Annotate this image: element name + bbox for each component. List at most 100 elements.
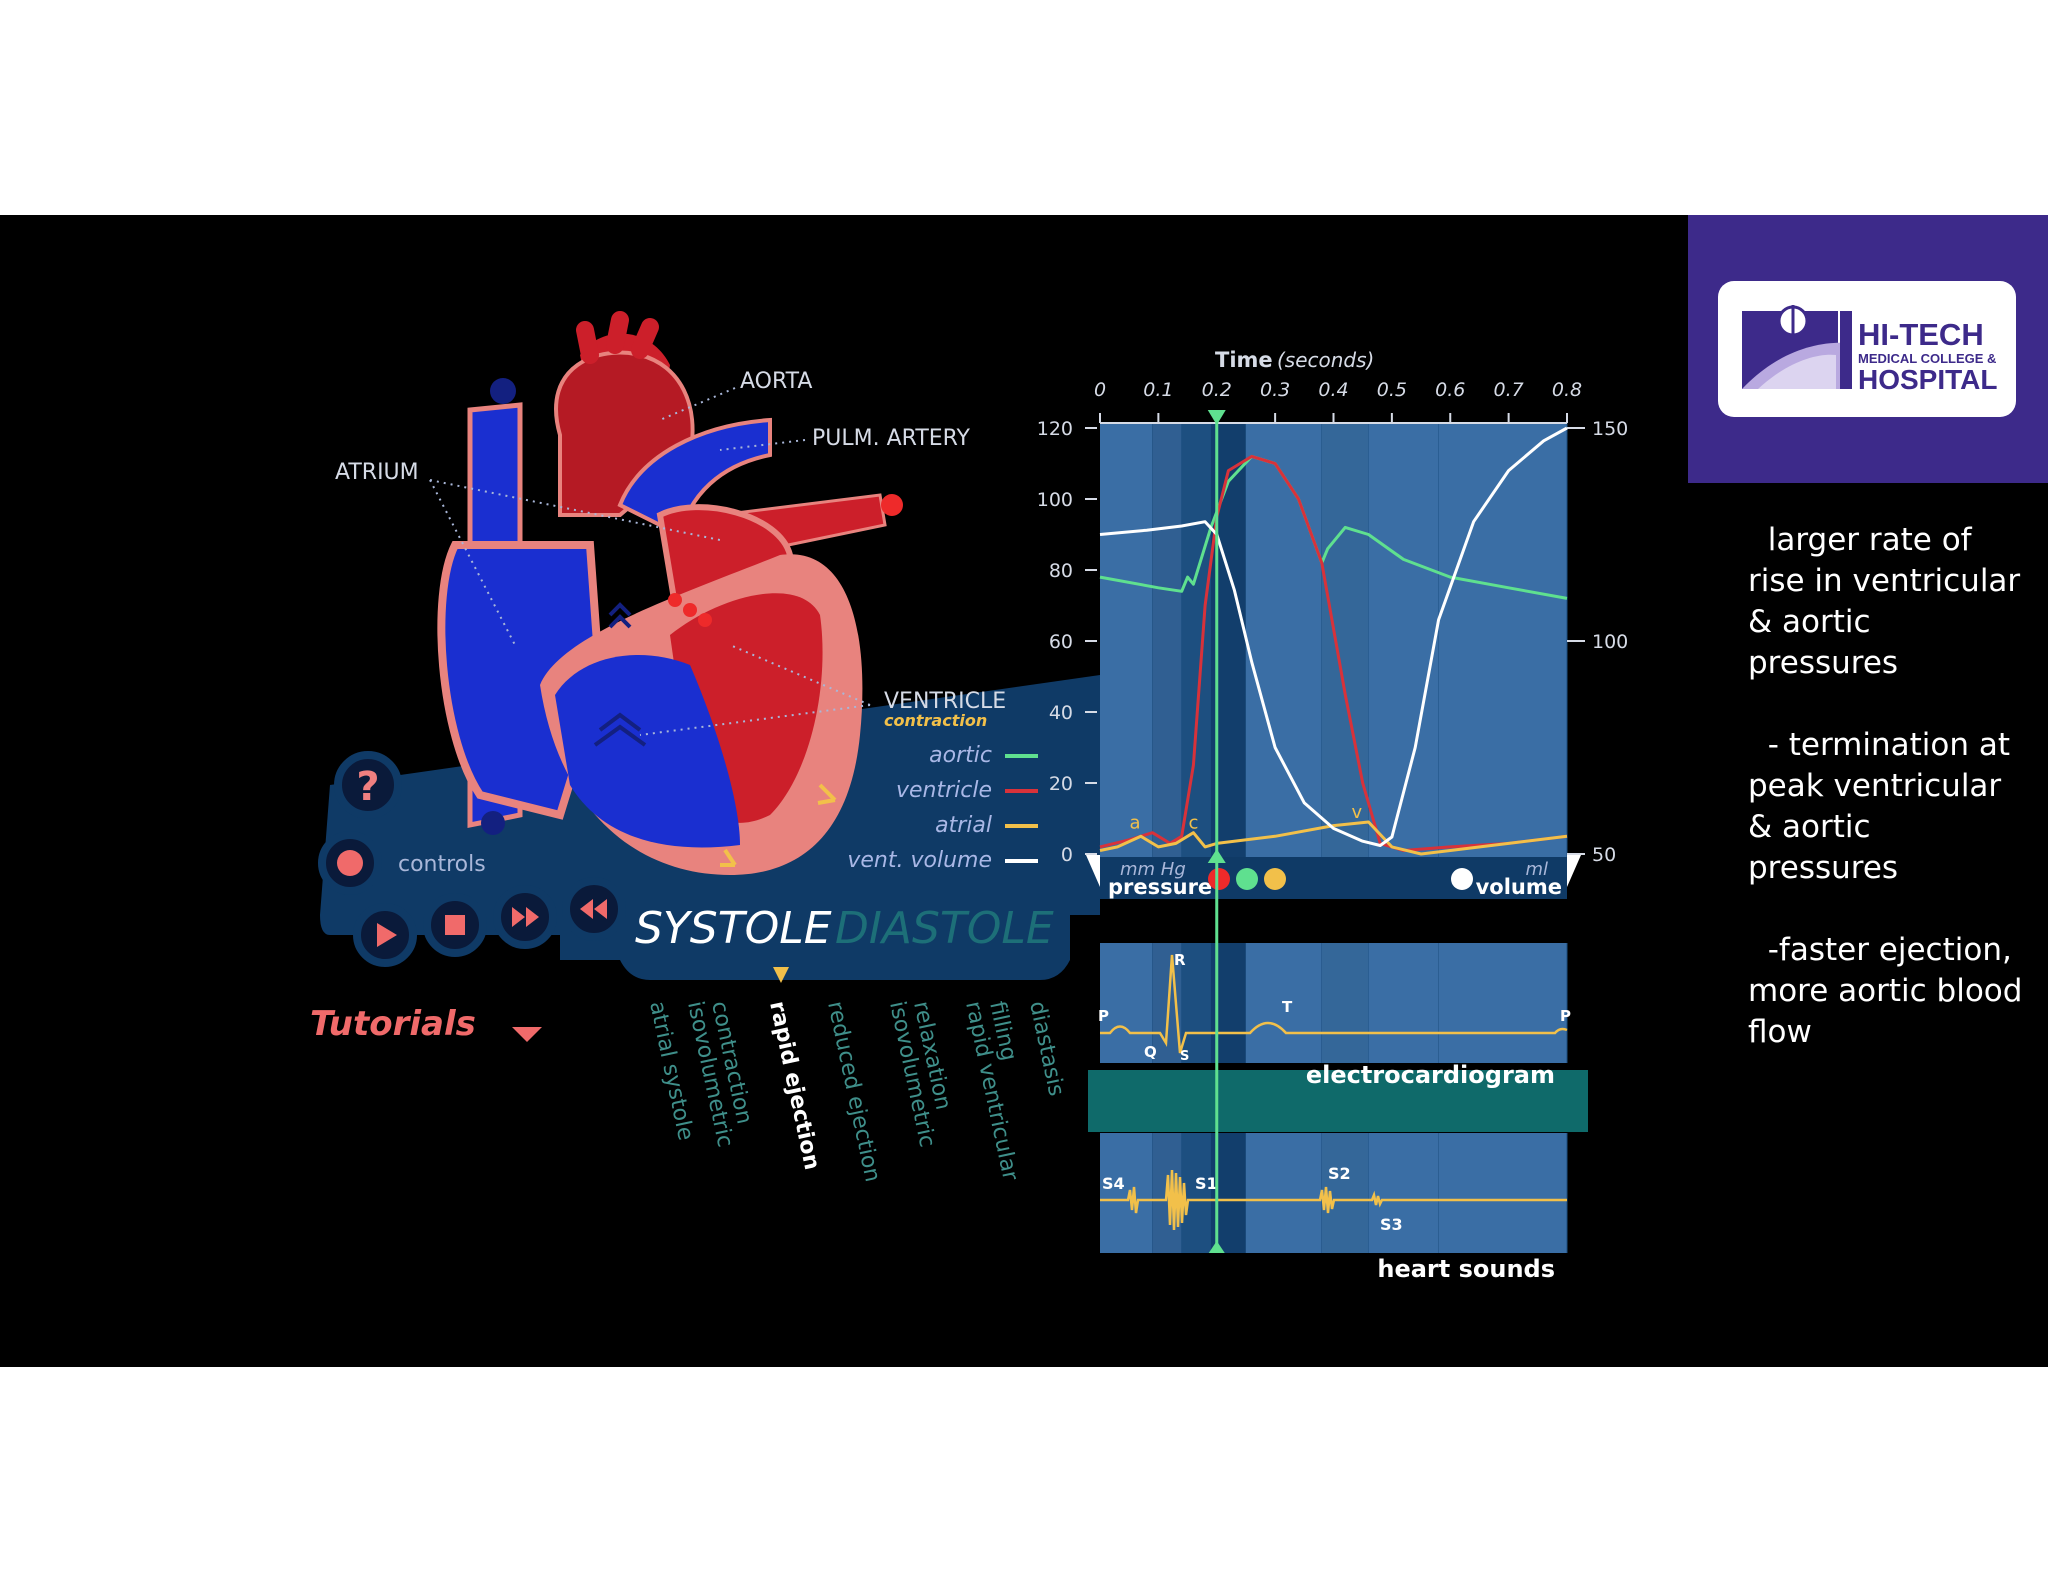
phase-band <box>1438 423 1567 863</box>
play-button[interactable] <box>353 903 417 967</box>
phase-band <box>1368 943 1439 1063</box>
x-tick-label: 0.5 <box>1377 379 1407 401</box>
diastole-label: DIASTOLE <box>835 903 1054 954</box>
right-scroll-handle[interactable] <box>1567 855 1581 887</box>
fast-forward-button[interactable] <box>493 885 557 949</box>
phase-band <box>1438 943 1567 1063</box>
ecg-wave-t: T <box>1282 998 1293 1016</box>
phase-band <box>1152 423 1182 863</box>
rewind-icon <box>580 899 607 919</box>
logo-banner: HI-TECH MEDICAL COLLEGE & HOSPITAL <box>1688 215 2048 483</box>
record-icon <box>337 850 363 876</box>
left-scroll-handle[interactable] <box>1086 855 1100 887</box>
x-tick-label: 0.2 <box>1202 379 1232 401</box>
pressure-dot-ventricle <box>1208 868 1230 890</box>
heart-illustration <box>429 311 903 875</box>
stop-button[interactable] <box>423 893 487 957</box>
help-button[interactable]: ? <box>334 751 402 819</box>
legend-atrial: atrial <box>935 813 992 838</box>
logo-mark: HI-TECH MEDICAL COLLEGE & HOSPITAL <box>1742 305 1997 395</box>
x-tick-label: 0.3 <box>1260 379 1290 401</box>
aorta-label: AORTA <box>740 369 812 394</box>
note-rise-rate: larger rate of rise in ventricular & aor… <box>1748 522 2031 681</box>
ecg-label: electrocardiogram <box>1306 1061 1555 1089</box>
phase-band <box>1321 423 1369 863</box>
ecg-wave-q: Q <box>1144 1043 1157 1061</box>
pressure-unit-label: mm Hg <box>1120 859 1186 880</box>
x-axis-ticks: 0 0.1 0.2 0.3 0.4 0.5 0.6 0.7 0.8 <box>1094 379 1582 424</box>
ventricle-label: VENTRICLE <box>884 689 1006 714</box>
rewind-button[interactable] <box>562 877 626 941</box>
logo-line3: HOSPITAL <box>1858 364 1997 395</box>
time-cursor[interactable] <box>1207 410 1226 1253</box>
legend-aortic: aortic <box>929 743 992 768</box>
x-tick-label: 0.6 <box>1435 379 1465 401</box>
phase-label: reduced ejection <box>822 999 885 1184</box>
x-tick-label: 0.4 <box>1318 379 1348 401</box>
y2-tick-label: 150 <box>1592 418 1628 440</box>
systole-label: SYSTOLE <box>635 903 832 954</box>
time-cursor-bottom-handle <box>1207 849 1226 863</box>
time-cursor-top-handle <box>1207 410 1226 425</box>
sound-s4: S4 <box>1102 1174 1125 1193</box>
pressure-axis-label: pressure <box>1108 875 1212 899</box>
phase-band <box>1100 1133 1153 1253</box>
atrium-label: ATRIUM <box>335 460 419 485</box>
y-tick-label: 80 <box>1049 560 1073 582</box>
phase-band <box>1245 1133 1322 1253</box>
sound-s3: S3 <box>1380 1215 1403 1234</box>
x-tick-label: 0.7 <box>1494 379 1524 401</box>
volume-unit-label: ml <box>1525 859 1548 880</box>
heart-sounds-phase-bands <box>1100 1133 1568 1253</box>
x-tick-label: 0.8 <box>1552 379 1582 401</box>
ventricle-sub-label: contraction <box>884 711 987 730</box>
ecg-wave-p1: P <box>1098 1007 1109 1025</box>
volume-axis-label: volume <box>1476 875 1562 899</box>
time-cursor-sounds-handle <box>1208 1241 1225 1253</box>
record-button[interactable] <box>318 831 382 895</box>
chart-title-unit: (seconds) <box>1277 348 1374 372</box>
phase-band <box>1245 423 1322 863</box>
sound-s1: S1 <box>1195 1174 1218 1193</box>
ecg-trace <box>1100 954 1568 1054</box>
phase-band <box>1181 423 1211 863</box>
logo-line2: MEDICAL COLLEGE & <box>1858 351 1996 366</box>
note-termination: - termination at peak ventricular & aort… <box>1748 727 2020 886</box>
ecg-label-bar <box>1088 1070 1588 1132</box>
chart-legend: aortic ventricle atrial vent. volume <box>847 743 1038 873</box>
y2-tick-label: 100 <box>1592 631 1628 653</box>
phase-band <box>1100 423 1153 863</box>
phase-band <box>1438 1133 1567 1253</box>
slide-notes: larger rate of rise in ventricular & aor… <box>1748 520 2028 1094</box>
ecg-wave-s: S <box>1180 1049 1189 1064</box>
chart-footer <box>1100 857 1567 899</box>
pressure-dot-aortic <box>1236 868 1258 890</box>
phase-band <box>1181 943 1211 1063</box>
y2-tick-label: 50 <box>1592 844 1616 866</box>
ecg-phase-bands <box>1100 943 1568 1063</box>
volume-dot <box>1451 868 1473 890</box>
heart-sounds-panel: S4 S1 S2 S3 heart sounds <box>1100 1133 1568 1283</box>
y-tick-label: 40 <box>1049 702 1073 724</box>
cardiac-cycle-simulation: AORTA PULM. ARTERY ATRIUM VENTRICLE cont… <box>310 311 1628 1283</box>
x-tick-label: 0.1 <box>1143 379 1173 401</box>
note-faster-ejection: -faster ejection, more aortic blood flow <box>1748 932 2033 1050</box>
phase-band <box>1181 1133 1211 1253</box>
ecg-wave-p2: P <box>1560 1007 1571 1025</box>
play-icon <box>377 923 397 947</box>
pulmonary-artery <box>617 417 772 538</box>
heart-sounds-label: heart sounds <box>1377 1255 1555 1283</box>
right-ventricle <box>555 655 740 848</box>
series-line-atrial <box>1099 820 1568 856</box>
x-tick-label: 0 <box>1094 379 1106 401</box>
legend-ventricle: ventricle <box>896 778 992 803</box>
controls-label: controls <box>398 852 486 877</box>
video-frame: AORTA PULM. ARTERY ATRIUM VENTRICLE cont… <box>0 215 2048 1367</box>
y-tick-label: 60 <box>1049 631 1073 653</box>
tutorials-dropdown-icon[interactable] <box>512 1027 542 1042</box>
stop-icon <box>445 915 465 935</box>
y-tick-label: 100 <box>1037 489 1073 511</box>
tutorials-link[interactable]: Tutorials <box>310 1004 476 1044</box>
